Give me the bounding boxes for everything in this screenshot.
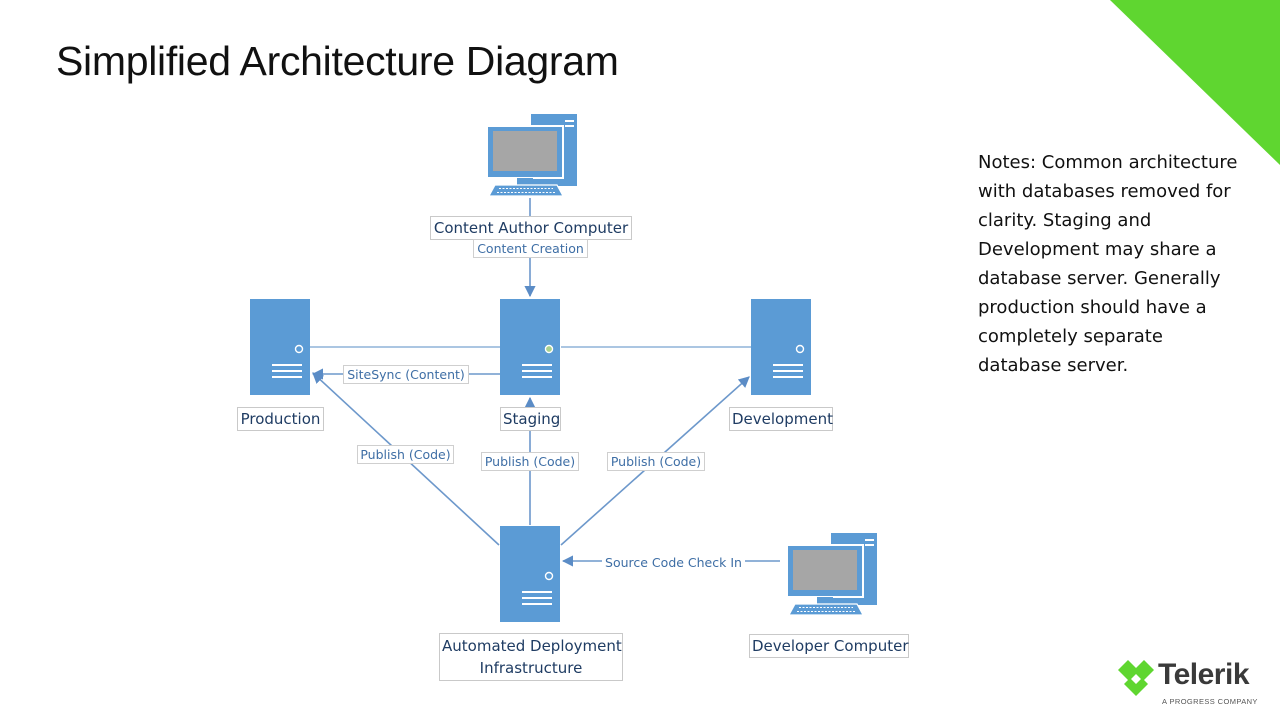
deployment-label: Automated Deployment Infrastructure [439, 633, 623, 681]
source-checkin-label: Source Code Check In [602, 553, 745, 572]
content-author-label: Content Author Computer [430, 216, 632, 240]
telerik-tagline: A PROGRESS COMPANY [1162, 697, 1258, 706]
content-author-computer-icon [486, 113, 578, 197]
developer-computer-label: Developer Computer [749, 634, 909, 658]
content-creation-label: Content Creation [473, 239, 588, 258]
telerik-logo: Telerik A PROGRESS COMPANY [1116, 656, 1270, 708]
deployment-label-line1: Automated Deployment [442, 637, 622, 655]
notes-text: Notes: Common architecture with database… [978, 152, 1238, 376]
staging-server-icon [499, 298, 561, 396]
publish-staging-label: Publish (Code) [481, 452, 579, 471]
development-server-icon [750, 298, 812, 396]
staging-label: Staging [500, 407, 561, 431]
telerik-mark-icon [1118, 660, 1154, 696]
telerik-wordmark: Telerik [1158, 658, 1250, 691]
production-label: Production [237, 407, 324, 431]
developer-computer-icon [786, 532, 878, 616]
development-label: Development [729, 407, 833, 431]
slide-title: Simplified Architecture Diagram [56, 38, 619, 84]
production-server-icon [249, 298, 311, 396]
corner-accent-triangle [1110, 0, 1280, 165]
publish-production-label: Publish (Code) [357, 445, 454, 464]
sitesync-label: SiteSync (Content) [343, 365, 469, 384]
publish-development-label: Publish (Code) [607, 452, 705, 471]
deployment-server-icon [499, 525, 561, 623]
deployment-label-line2: Infrastructure [479, 659, 583, 677]
